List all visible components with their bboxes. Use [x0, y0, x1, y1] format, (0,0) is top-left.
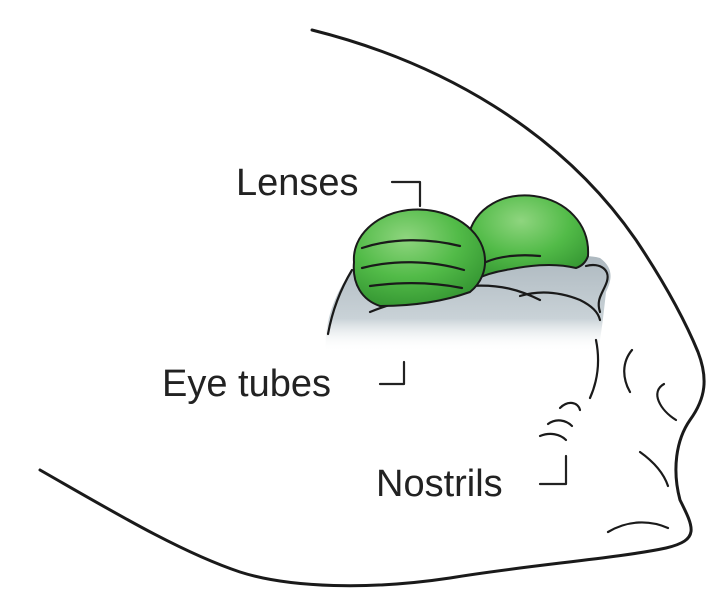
lenses-leader — [392, 182, 420, 206]
eye-tubes-label: Eye tubes — [162, 363, 331, 405]
nostril-mark-middle — [548, 420, 572, 426]
nostrils-label: Nostrils — [376, 463, 503, 505]
cheek-curve — [624, 350, 632, 392]
nostrils-leader — [540, 456, 566, 484]
snout-fold — [657, 384, 676, 420]
nostril-mark-lower — [540, 434, 566, 440]
nostril-mark-upper — [560, 403, 580, 410]
lenses-label: Lenses — [236, 162, 359, 204]
eye-tubes-leader — [380, 362, 404, 384]
jaw-curve — [640, 452, 668, 486]
mouth-corner — [608, 522, 668, 532]
left-lens — [354, 209, 485, 306]
